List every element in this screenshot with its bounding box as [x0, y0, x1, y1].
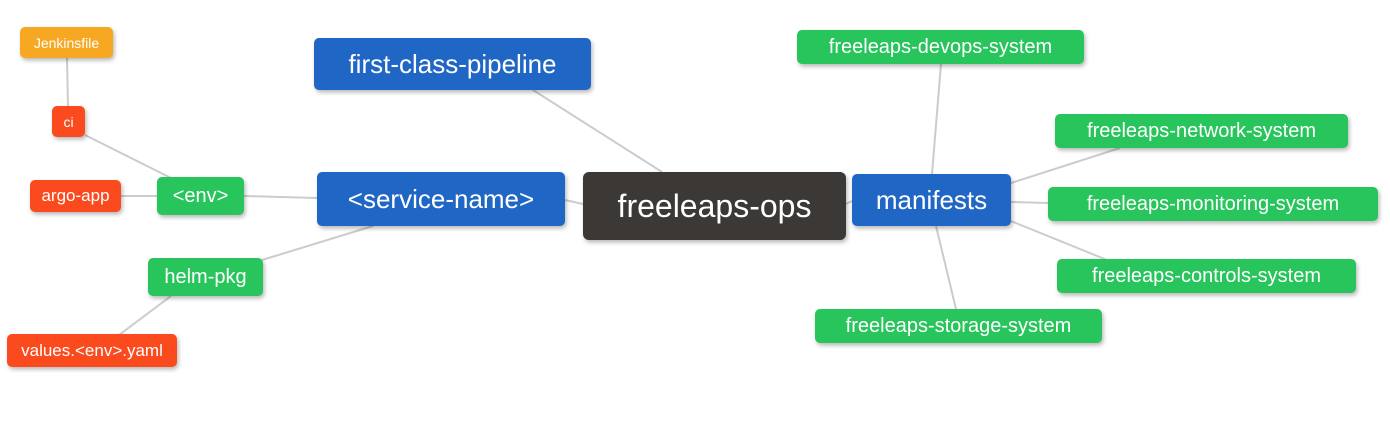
- node-freeleaps-controls-system[interactable]: freeleaps-controls-system: [1057, 259, 1356, 293]
- node-argo-app[interactable]: argo-app: [30, 180, 121, 212]
- edge-manifests-network-system: [1010, 147, 1121, 184]
- node-service-name[interactable]: <service-name>: [317, 172, 565, 226]
- edge-manifests-controls-system: [1010, 220, 1108, 261]
- edge-helm-pkg-values-env-yaml: [118, 295, 172, 336]
- edge-manifests-monitoring-system: [1010, 201, 1049, 204]
- node-jenkinsfile[interactable]: Jenkinsfile: [20, 27, 113, 58]
- node-first-class-pipeline[interactable]: first-class-pipeline: [314, 38, 591, 90]
- edge-jenkinsfile-ci: [66, 57, 69, 107]
- edge-manifests-devops-system: [931, 63, 942, 175]
- node-freeleaps-monitoring-system[interactable]: freeleaps-monitoring-system: [1048, 187, 1378, 221]
- node-freeleaps-network-system[interactable]: freeleaps-network-system: [1055, 114, 1348, 148]
- node-freeleaps-devops-system[interactable]: freeleaps-devops-system: [797, 30, 1084, 64]
- node-manifests[interactable]: manifests: [852, 174, 1011, 226]
- node-ci[interactable]: ci: [52, 106, 85, 137]
- node-values-env-yaml[interactable]: values.<env>.yaml: [7, 334, 177, 367]
- node-helm-pkg[interactable]: helm-pkg: [148, 258, 263, 296]
- edge-manifests-storage-system: [935, 225, 957, 310]
- edge-first-class-pipeline-root: [532, 89, 663, 173]
- edge-service-name-root: [564, 199, 584, 205]
- node-env[interactable]: <env>: [157, 177, 244, 215]
- edge-service-name-helm-pkg: [261, 225, 374, 261]
- edge-ci-env: [84, 134, 174, 180]
- node-freeleaps-ops-root[interactable]: freeleaps-ops: [583, 172, 846, 240]
- node-freeleaps-storage-system[interactable]: freeleaps-storage-system: [815, 309, 1102, 343]
- edge-env-service-name: [243, 195, 318, 199]
